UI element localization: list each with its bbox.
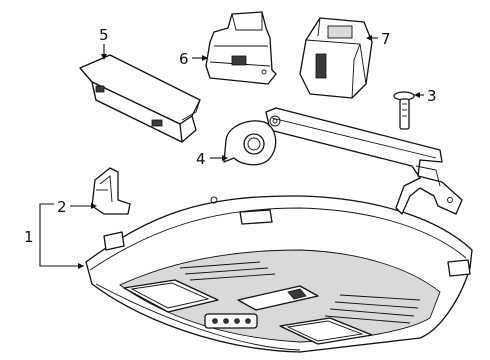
- part-4-bracket: [223, 107, 463, 215]
- part-2-mounting-clip: [91, 167, 131, 215]
- callout-2: 2: [57, 198, 67, 216]
- part-3-bolt: [393, 91, 415, 130]
- callout-labels: 1 2 3 4 5 6 7: [24, 26, 437, 246]
- part-6-switch: [205, 11, 277, 85]
- callout-1: 1: [24, 228, 34, 246]
- callout-6: 6: [179, 50, 189, 68]
- part-7-switch: [299, 17, 373, 99]
- callout-7: 7: [381, 30, 391, 48]
- leader-lines: [39, 35, 424, 269]
- callout-3: 3: [427, 87, 437, 105]
- part-1-console-housing: [85, 195, 473, 353]
- part-5-control-module: [79, 54, 201, 143]
- callout-4: 4: [196, 150, 206, 168]
- callout-5: 5: [99, 26, 109, 44]
